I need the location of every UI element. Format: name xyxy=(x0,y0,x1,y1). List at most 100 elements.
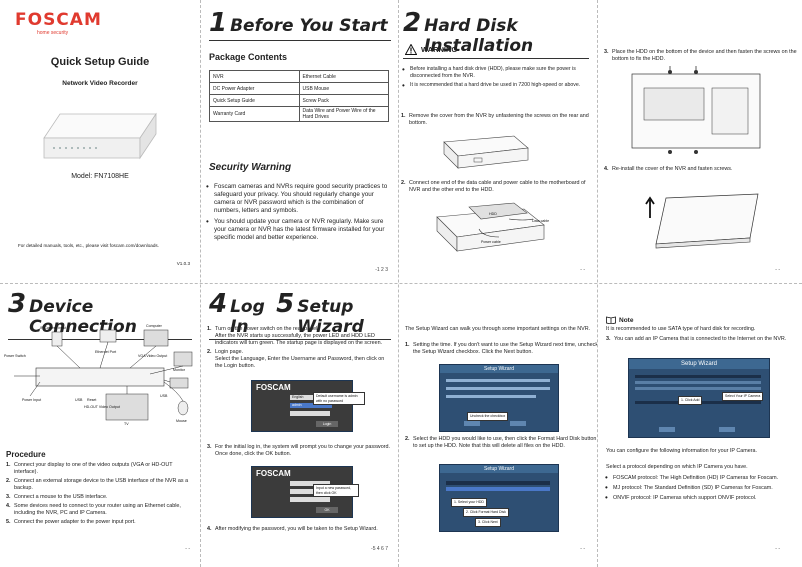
protocol-intro: Select a protocol depending on which IP … xyxy=(606,464,748,470)
hdd-install-panel: 2 Hard Disk Installation WARNING Before … xyxy=(399,0,597,283)
wizard-step-3: 3.You can add an IP Camera that is conne… xyxy=(606,336,787,342)
wizard-hdd-selected-row xyxy=(446,487,550,491)
camera-list-row-1 xyxy=(635,381,761,384)
procedure-step-1: 1.Connect your display to one of the vid… xyxy=(6,462,173,475)
procedure-title: Procedure xyxy=(6,450,46,459)
pw-shot-field-1 xyxy=(290,481,330,486)
login-step-2: 2.Login page. xyxy=(207,349,244,355)
label-power-input: Power Input xyxy=(22,398,42,402)
note-text: It is recommended to use SATA type of ha… xyxy=(606,326,756,332)
security-bullet-1: Foscam cameras and NVRs require good sec… xyxy=(205,183,391,215)
wizard-step-2: 2.Select the HDD you would like to use, … xyxy=(405,436,597,449)
pw-shot-field-2 xyxy=(290,489,330,494)
wizard-time-row-2 xyxy=(446,387,550,390)
version-label: V1.0.3 xyxy=(176,261,190,266)
package-contents-title: Package Contents xyxy=(209,52,288,62)
hdd-step-2: 2.Connect one end of the data cable and … xyxy=(401,180,586,193)
pw-shot-brand: FOSCAM xyxy=(256,469,291,478)
label-monitor: Monitor xyxy=(173,368,185,372)
label-power-cable: Power cable xyxy=(481,240,501,244)
callout-click-add: 1. Click Add xyxy=(678,396,703,405)
fold-line-horizontal xyxy=(0,283,802,284)
wizard-hdd-title: Setup Wizard xyxy=(440,465,558,473)
page-number: - - xyxy=(775,267,780,273)
label-vga-output: VGA Video Output xyxy=(138,354,168,358)
brand-tagline: home security xyxy=(37,30,69,36)
callout-format-hdd: 2. Click Format Hard Disk xyxy=(463,508,509,517)
wizard-step-1: 1.Setting the time. If you don't want to… xyxy=(405,342,597,355)
pw-shot-ok-button: OK xyxy=(316,507,338,513)
cover-panel: FOSCAM home security Quick Setup Guide N… xyxy=(0,0,200,283)
callout-click-next: 3. Click Next xyxy=(475,518,501,527)
camera-list-header xyxy=(635,375,761,378)
login-step-4: 4.After modifying the password, you will… xyxy=(207,526,378,532)
login-shot-language: English xyxy=(290,395,332,400)
hdd-step-4: 4.Re-install the cover of the NVR and fa… xyxy=(604,166,733,172)
book-icon xyxy=(606,316,616,324)
section-2-heading: 2 Hard Disk Installation xyxy=(403,8,589,59)
label-usb: USB xyxy=(75,398,83,402)
downloads-link[interactable]: For detailed manuals, tools, etc., pleas… xyxy=(18,243,159,248)
callout-select-camera: Select Your IP Camera xyxy=(722,392,764,401)
protocol-onvif: ONVIF protocol: IP Cameras which support… xyxy=(604,494,798,502)
package-cell: NVR xyxy=(209,70,300,83)
guide-subtitle: Network Video Recorder xyxy=(62,80,138,87)
wizard-hdd-header-row xyxy=(446,481,550,485)
package-cell: Quick Setup Guide xyxy=(209,94,300,107)
label-tv: TV xyxy=(124,422,129,426)
note-header: Note xyxy=(606,316,633,324)
pw-shot-field-3 xyxy=(290,497,330,502)
callout-uncheck-checkbox: Uncheck the checkbox xyxy=(467,412,509,421)
guide-title: Quick Setup Guide xyxy=(50,56,150,68)
package-cell: DC Power Adapter xyxy=(209,82,300,95)
page-number: - - xyxy=(185,546,190,552)
device-connection-panel: 3 Device Connection IP Camera Input Rout… xyxy=(0,284,200,567)
wizard-time-row-1 xyxy=(446,379,550,382)
add-camera-next xyxy=(719,427,735,432)
warning-icon xyxy=(405,44,417,55)
procedure-steps: 1.Connect your display to one of the vid… xyxy=(6,462,194,526)
package-cell: Warranty Card xyxy=(209,106,300,122)
security-bullets: Foscam cameras and NVRs require good sec… xyxy=(205,183,391,242)
hdd-cable-image xyxy=(436,202,545,252)
add-camera-title: Setup Wizard xyxy=(629,359,769,369)
page-number: - - xyxy=(775,546,780,552)
label-power-switch: Power Switch xyxy=(4,354,26,358)
wizard-time-next xyxy=(510,421,526,426)
login-step-1-detail: After the NVR starts up successfully, th… xyxy=(215,333,383,346)
configure-info-text: You can configure the following informat… xyxy=(606,448,758,454)
page-number: - - xyxy=(580,267,585,273)
brand-logo: FOSCAM xyxy=(15,10,102,30)
protocol-list: FOSCAM protocol: The High Definition (HD… xyxy=(604,474,798,502)
label-mouse: Mouse xyxy=(176,419,187,423)
section-1-heading: 1 Before You Start xyxy=(209,8,391,41)
warning-header: WARNING xyxy=(405,44,457,55)
login-steps-1-2: 1.Turn on the power switch on the rear p… xyxy=(207,326,393,370)
label-ip-camera-input: IP Camera Input xyxy=(40,326,67,330)
label-data-cable: Data cable xyxy=(532,219,550,223)
cover-reinstall-image xyxy=(645,193,759,249)
wizard-time-title: Setup Wizard xyxy=(440,365,558,373)
hdd-placement-image xyxy=(631,66,761,154)
package-cell: Data Wire and Power Wire of the Hard Dri… xyxy=(298,106,389,122)
label-hdd: HDD xyxy=(489,212,497,216)
callout-select-hdd: 1. Select your HDD xyxy=(451,498,487,507)
procedure-step-5: 5.Connect the power adapter to the power… xyxy=(6,519,136,525)
warning-bullets: Before installing a hard disk drive (HDD… xyxy=(401,66,591,89)
hdd-step-1: 1.Remove the cover from the NVR by unfas… xyxy=(401,113,589,126)
login-step-2-detail: Select the Language, Enter the Username … xyxy=(215,356,385,369)
label-router: Router xyxy=(100,322,111,326)
login-step-1: 1.Turn on the power switch on the rear p… xyxy=(207,326,319,332)
login-shot-brand: FOSCAM xyxy=(256,383,291,392)
login-shot-login-button: Login xyxy=(316,421,338,427)
callout-default-username: Default username is admin with no passwo… xyxy=(313,392,365,405)
protocol-mj: MJ protocol: The Standard Definition (SD… xyxy=(604,484,798,492)
setup-wizard-panel: The Setup Wizard can walk you through so… xyxy=(399,284,597,567)
hdd-steps-panel: 3.Place the HDD on the bottom of the dev… xyxy=(598,0,802,283)
login-panel: 4 Log In 5 Setup Wizard 1.Turn on the po… xyxy=(201,284,398,567)
warning-bullet-1: Before installing a hard disk drive (HDD… xyxy=(401,66,591,80)
connection-diagram xyxy=(14,329,193,421)
